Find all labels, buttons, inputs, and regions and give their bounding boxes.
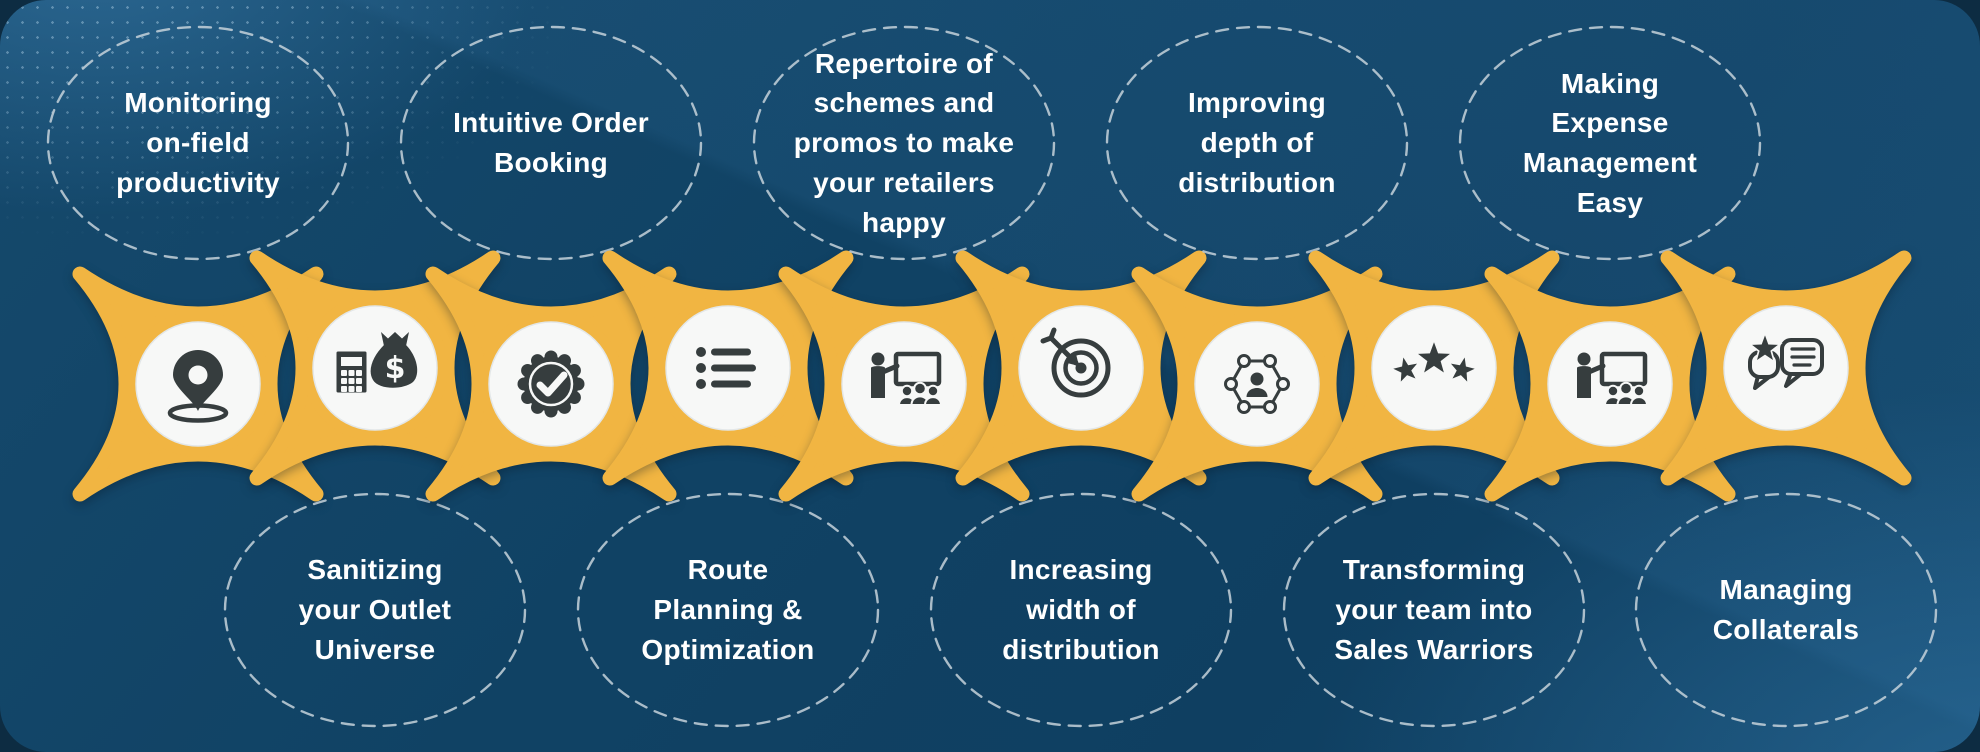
icon-ring xyxy=(302,295,448,441)
three-stars-icon xyxy=(1391,342,1477,383)
money-bag-calculator-icon: $ xyxy=(333,332,418,396)
feature-item-width-distribution: Increasing width of distribution xyxy=(921,0,1241,752)
feature-label: Intuitive Order Booking xyxy=(453,107,649,178)
feature-item-order-booking: Intuitive Order Booking xyxy=(391,0,711,752)
bullet-list-icon xyxy=(696,347,756,389)
icon-ring xyxy=(655,295,801,441)
feature-node xyxy=(1646,233,1926,503)
feature-label: Sanitizing your Outlet Universe xyxy=(298,554,452,665)
icon-ring xyxy=(125,311,271,457)
dashed-bubble xyxy=(1458,25,1762,261)
feature-node: $ xyxy=(235,233,515,503)
feature-item-depth-distribution: Improving depth of distribution xyxy=(1097,0,1417,752)
feature-item-sanitizing: Sanitizing your Outlet Universe $ xyxy=(215,0,535,752)
icon-ring xyxy=(1184,311,1330,457)
connector-star-shape xyxy=(1316,258,1552,478)
icon-disc xyxy=(1194,321,1320,447)
feature-item-schemes-promos: Repertoire of schemes and promos to make… xyxy=(744,0,1064,752)
icon-ring xyxy=(478,311,624,457)
feature-label: Monitoring on-field productivity xyxy=(116,87,280,198)
feature-label: Managing Collaterals xyxy=(1712,574,1860,645)
connector-star-shape xyxy=(1668,258,1904,478)
icon-disc xyxy=(1547,321,1673,447)
connector-star-shape xyxy=(80,274,316,494)
feature-node xyxy=(588,233,868,503)
icon-ring xyxy=(1361,295,1507,441)
check-badge-icon xyxy=(517,350,585,418)
connector-star-shape xyxy=(786,274,1022,494)
connector-star-shape xyxy=(610,258,846,478)
icon-disc xyxy=(1723,305,1849,431)
icon-disc xyxy=(1018,305,1144,431)
dashed-bubble xyxy=(1105,25,1409,261)
dashed-bubble xyxy=(223,492,527,728)
connector-star-shape xyxy=(1139,274,1375,494)
icon-disc xyxy=(312,305,438,431)
dashed-bubble xyxy=(46,25,350,261)
feature-label: Route Planning & Optimization xyxy=(641,554,815,665)
connector-star-shape xyxy=(433,274,669,494)
connector-star-shape xyxy=(963,258,1199,478)
training-presentation-icon xyxy=(1577,353,1647,406)
training-presentation-icon xyxy=(871,353,941,406)
location-pin-icon xyxy=(167,350,229,423)
feature-node xyxy=(411,249,691,519)
feature-node xyxy=(1470,249,1750,519)
feature-item-route-planning: Route Planning & Optimization xyxy=(568,0,888,752)
feature-item-collaterals: Managing Collaterals xyxy=(1626,0,1946,752)
icon-ring xyxy=(831,311,977,457)
feature-label: Repertoire of schemes and promos to make… xyxy=(793,47,1015,238)
icon-disc xyxy=(665,305,791,431)
dashed-bubble xyxy=(752,25,1056,261)
network-team-icon xyxy=(1224,354,1290,414)
feature-label: Transforming your team into Sales Warrio… xyxy=(1334,554,1534,665)
feature-node xyxy=(764,249,1044,519)
icon-disc xyxy=(841,321,967,447)
feature-node xyxy=(58,249,338,519)
feature-label: Making Expense Management Easy xyxy=(1522,67,1698,218)
target-arrow-icon xyxy=(1040,327,1111,398)
feature-node xyxy=(1294,233,1574,503)
feature-node xyxy=(1117,249,1397,519)
feature-node xyxy=(941,233,1221,503)
connector-star-shape xyxy=(257,258,493,478)
feature-label: Improving depth of distribution xyxy=(1178,87,1336,198)
dashed-bubble xyxy=(399,25,703,261)
icon-ring xyxy=(1008,295,1154,441)
dashed-bubble xyxy=(929,492,1233,728)
svg-text:$: $ xyxy=(385,351,406,386)
feature-item-monitoring: Monitoring on-field productivity xyxy=(38,0,358,752)
dashed-bubble xyxy=(1282,492,1586,728)
icon-disc xyxy=(1371,305,1497,431)
connector-star-shape xyxy=(1492,274,1728,494)
icon-disc xyxy=(488,321,614,447)
feature-label: Increasing width of distribution xyxy=(1002,554,1160,665)
icon-ring xyxy=(1537,311,1683,457)
icon-disc xyxy=(135,321,261,447)
icon-ring xyxy=(1713,295,1859,441)
feedback-chat-star-icon xyxy=(1748,333,1824,390)
dashed-bubble xyxy=(1634,492,1938,728)
feature-item-expense-management: Making Expense Management Easy xyxy=(1450,0,1770,752)
feature-item-sales-warriors: Transforming your team into Sales Warrio… xyxy=(1274,0,1594,752)
dashed-bubble xyxy=(576,492,880,728)
